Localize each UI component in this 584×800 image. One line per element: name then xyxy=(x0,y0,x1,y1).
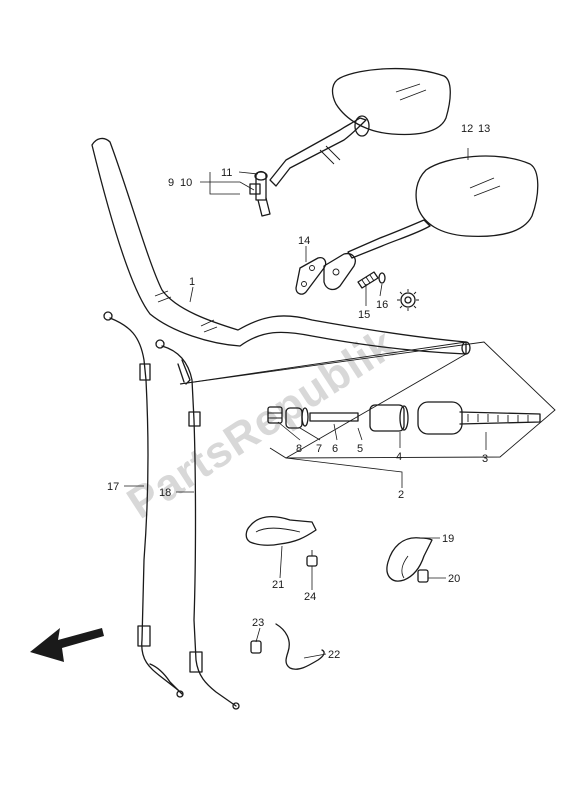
callout-10: 10 xyxy=(180,177,192,189)
handlebar xyxy=(91,137,471,355)
callout-1: 1 xyxy=(189,276,195,288)
callout-14: 14 xyxy=(298,235,310,247)
callout-3: 3 xyxy=(482,453,488,465)
part-5-spacer-rod xyxy=(309,412,359,422)
callout-8: 8 xyxy=(296,443,302,455)
callout-15: 15 xyxy=(358,309,370,321)
part-18-throttle-cable xyxy=(155,339,240,710)
callout-22: 22 xyxy=(328,649,340,661)
callout-7: 7 xyxy=(316,443,322,455)
part-14-bracket xyxy=(295,256,327,295)
callout-23: 23 xyxy=(252,617,264,629)
callout-16: 16 xyxy=(376,299,388,311)
part-4-weight xyxy=(369,404,409,432)
callout-2: 2 xyxy=(398,489,404,501)
part-20-bolt xyxy=(417,569,429,583)
mirror-base-block xyxy=(323,252,356,291)
bar-end-assembly-box xyxy=(179,341,556,459)
callout-13: 13 xyxy=(478,123,490,135)
callout-9: 9 xyxy=(168,177,174,189)
callout-20: 20 xyxy=(448,573,460,585)
mirror-clamp xyxy=(249,170,271,217)
part-17-throttle-cable xyxy=(103,311,184,698)
part-15-screw xyxy=(357,271,379,289)
callout-18: 18 xyxy=(159,487,171,499)
front-direction-arrow-icon xyxy=(30,628,104,662)
callout-24: 24 xyxy=(304,591,316,603)
callout-19: 19 xyxy=(442,533,454,545)
leader-lines xyxy=(124,148,487,659)
mirror-right xyxy=(269,67,451,187)
callout-12: 12 xyxy=(461,123,473,135)
part-19-cable-guide xyxy=(386,537,433,582)
callout-11: 11 xyxy=(221,167,232,179)
part-8-nut xyxy=(267,406,283,424)
gear-icon xyxy=(397,289,419,311)
callout-17: 17 xyxy=(107,481,119,493)
callout-4: 4 xyxy=(396,451,402,463)
callout-labels: 1 2 3 4 5 6 7 8 9 10 11 12 13 14 15 16 1… xyxy=(107,123,490,661)
part-23-bolt xyxy=(250,640,262,654)
callout-6: 6 xyxy=(332,443,338,455)
part-3-end-weight-and-bolt xyxy=(417,401,541,435)
part-22-clamp xyxy=(275,623,325,670)
part-21-cable-guide xyxy=(245,515,317,546)
callout-21: 21 xyxy=(272,579,284,591)
mirror-left xyxy=(347,155,539,259)
part-24-bolt xyxy=(306,550,318,567)
part-16-washer xyxy=(378,272,386,284)
callout-5: 5 xyxy=(357,443,363,455)
part-6-ring xyxy=(301,407,309,427)
